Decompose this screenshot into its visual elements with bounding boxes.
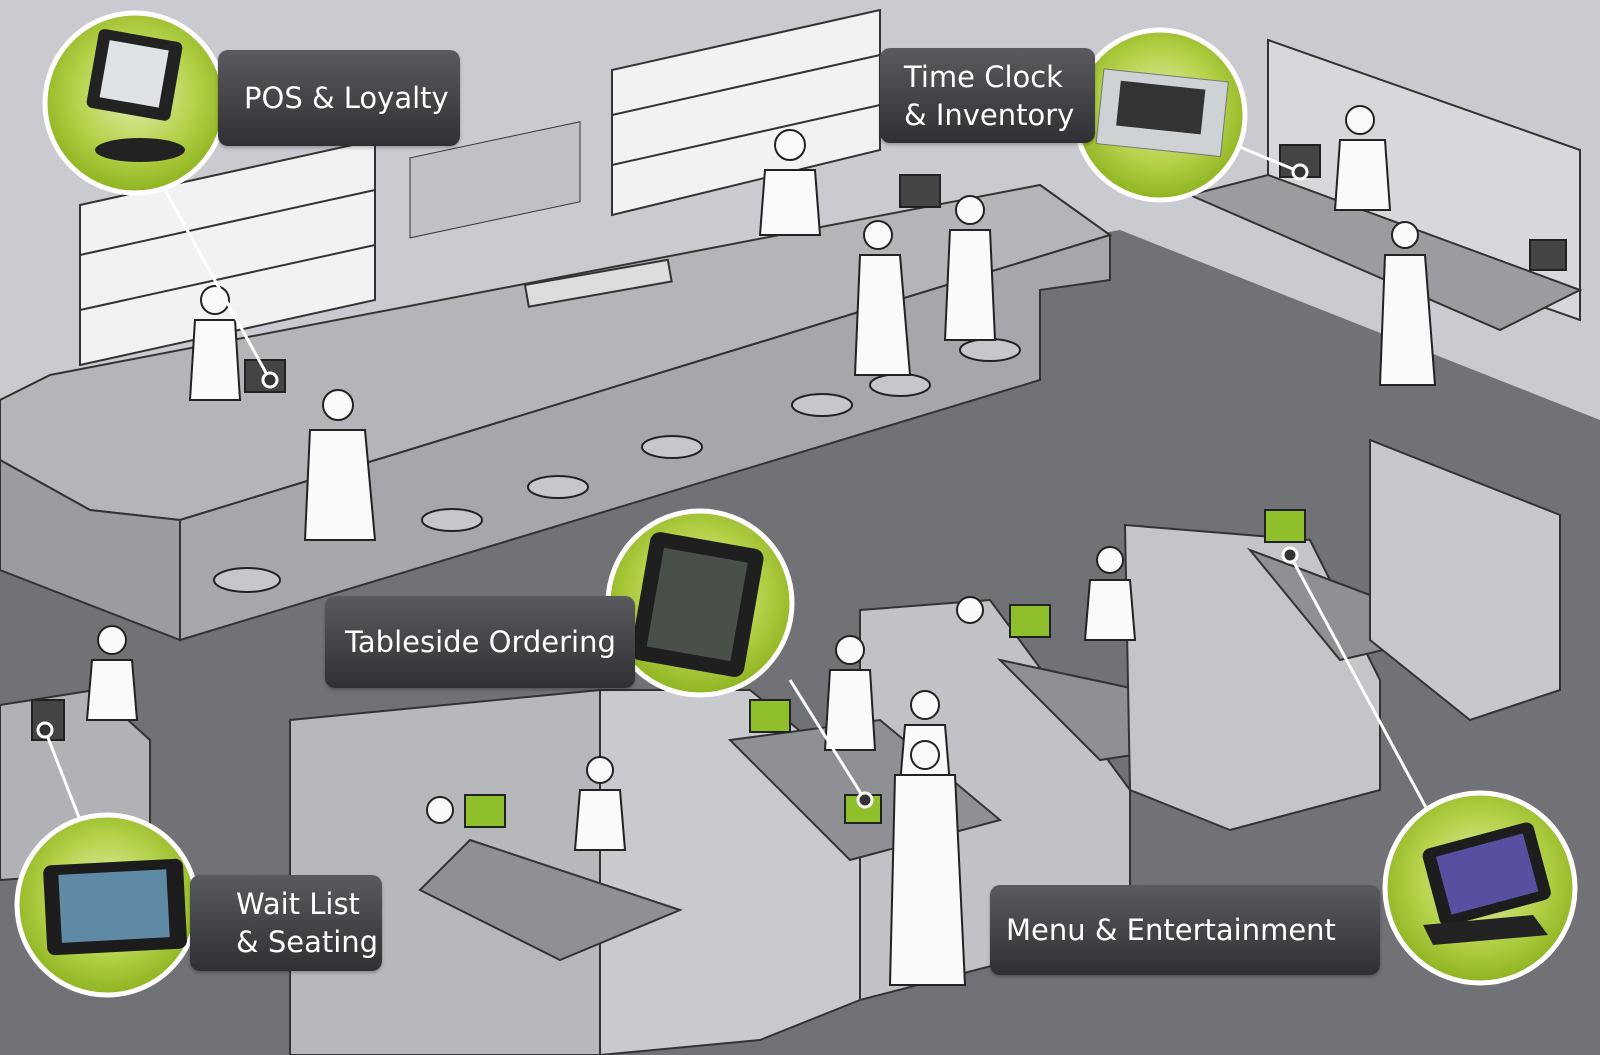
beer-taps: [409, 121, 581, 239]
menu-device-circle: [1382, 790, 1578, 986]
kitchen-window: [1267, 38, 1581, 322]
bar-stools: [213, 338, 1021, 593]
wait-list-line2: & Seating: [236, 925, 379, 959]
pos-loyalty-text: POS & Loyalty: [244, 81, 449, 115]
wait-list-label: Wait List & Seating: [190, 875, 382, 971]
tableside-ordering-label: Tableside Ordering: [325, 596, 635, 688]
time-clock-line1: Time Clock: [904, 59, 1063, 94]
time-clock-line2: & Inventory: [904, 97, 1075, 132]
wait-list-device-circle: [14, 812, 200, 998]
menu-entertainment-label: Menu & Entertainment: [990, 885, 1380, 975]
wait-list-line1: Wait List: [236, 887, 360, 921]
tableside-device-circle: [605, 508, 795, 698]
time-clock-device-circle: [1072, 27, 1248, 203]
callout-connectors: [36, 143, 1432, 821]
scene-screens: [31, 144, 1567, 828]
time-clock-label: Time Clock & Inventory: [880, 48, 1095, 143]
people: [85, 105, 1437, 986]
bottle-shelves-left: [79, 138, 376, 367]
tableside-ordering-text: Tableside Ordering: [345, 625, 616, 659]
menu-entertainment-text: Menu & Entertainment: [1006, 913, 1336, 947]
pos-loyalty-label: POS & Loyalty: [218, 50, 460, 146]
pos-device-circle: [42, 10, 228, 196]
bottle-shelves-right: [611, 8, 881, 217]
